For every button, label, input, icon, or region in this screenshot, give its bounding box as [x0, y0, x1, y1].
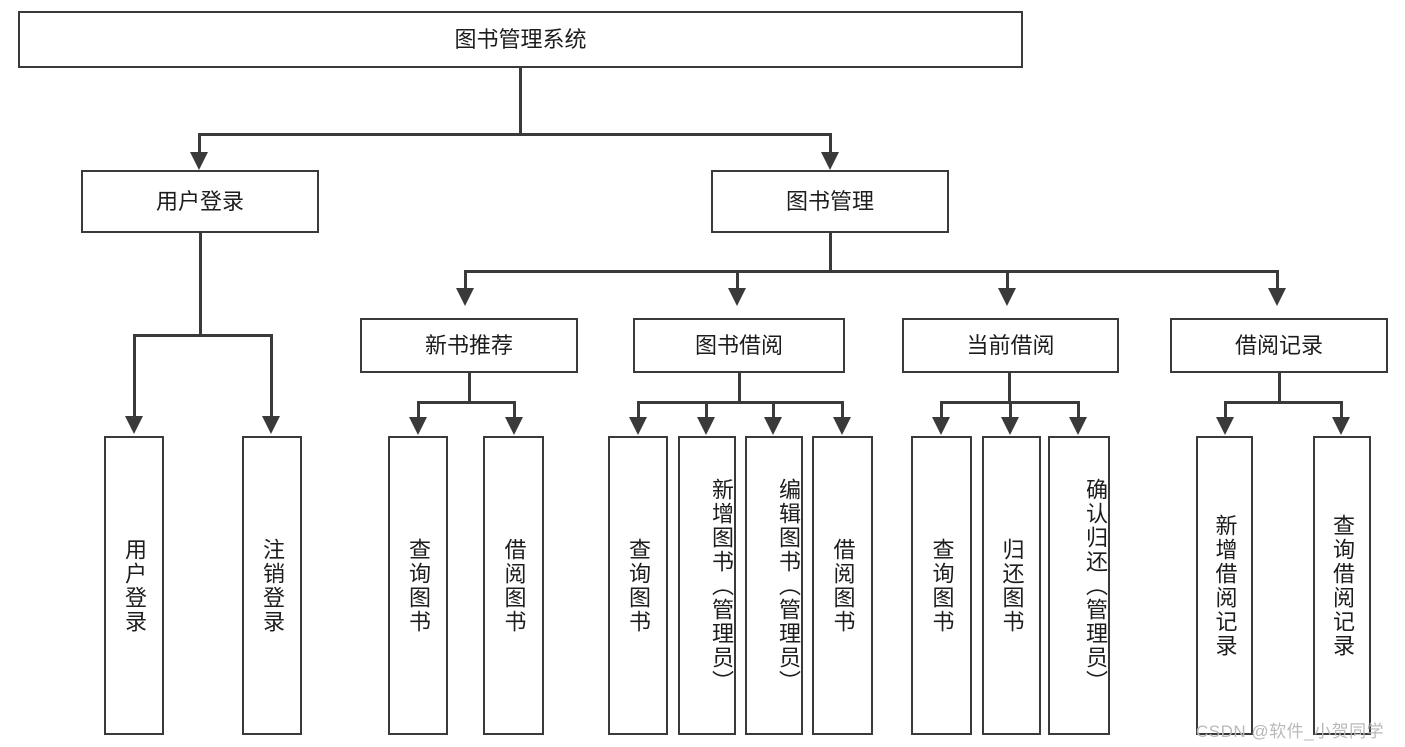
node-label: 归还图书: [999, 537, 1025, 634]
edge-borrow-record-trunk: [1278, 373, 1281, 403]
arrow-book-manage-to-c1: [456, 288, 474, 306]
node-leaf-query-book-1[interactable]: 查询图书: [388, 436, 448, 735]
node-book-manage[interactable]: 图书管理: [711, 170, 949, 233]
node-label: 查询图书: [625, 537, 651, 634]
arrow-book-borrow-to-leaf-1: [629, 417, 647, 435]
node-label: 编辑图书（管理员）: [776, 477, 801, 694]
edge-user-login-trunk: [199, 233, 202, 336]
node-leaf-borrow-book-2[interactable]: 借阅图书: [812, 436, 873, 735]
node-label: 当前借阅: [966, 332, 1055, 358]
node-label: 用户登录: [121, 537, 147, 634]
edge-current-borrow-to-leaf-1: [940, 401, 943, 419]
node-label: 新增借阅记录: [1212, 513, 1238, 658]
csdn-watermark: CSDN @软件_小贺同学: [1196, 717, 1384, 742]
node-label: 查询图书: [929, 537, 955, 634]
node-label: 借阅图书: [501, 537, 527, 634]
edge-root-to-user-login: [198, 133, 201, 155]
edge-user-login-bar: [133, 334, 272, 337]
node-leaf-query-record[interactable]: 查询借阅记录: [1313, 436, 1371, 735]
arrow-book-manage-to-c2: [728, 288, 746, 306]
node-label: 图书管理系统: [454, 26, 587, 52]
arrow-book-borrow-to-leaf-3: [764, 417, 782, 435]
node-leaf-edit-book[interactable]: 编辑图书（管理员）: [745, 436, 803, 735]
edge-book-borrow-to-leaf-3: [772, 401, 775, 419]
node-leaf-confirm-return[interactable]: 确认归还（管理员）: [1048, 436, 1110, 735]
node-leaf-user-login[interactable]: 用户登录: [104, 436, 164, 735]
edge-root-to-book-manage: [829, 133, 832, 155]
edge-book-manage-to-c2: [736, 270, 739, 290]
node-label: 确认归还（管理员）: [1083, 477, 1108, 694]
arrow-root-to-book-manage: [821, 152, 839, 170]
edge-root-bar: [198, 133, 832, 136]
arrow-current-borrow-to-leaf-2: [1001, 417, 1019, 435]
node-user-login[interactable]: 用户登录: [81, 170, 319, 233]
node-leaf-query-book-2[interactable]: 查询图书: [608, 436, 668, 735]
arrow-current-borrow-to-leaf-1: [932, 417, 950, 435]
edge-book-borrow-to-leaf-2: [705, 401, 708, 419]
node-label: 借阅记录: [1234, 332, 1323, 358]
node-label: 图书借阅: [694, 332, 783, 358]
arrow-book-borrow-to-leaf-2: [697, 417, 715, 435]
node-borrow-record[interactable]: 借阅记录: [1170, 318, 1388, 373]
arrow-borrow-record-to-leaf-1: [1216, 417, 1234, 435]
arrow-user-login-to-leaf-2: [262, 416, 280, 434]
arrow-new-book-rec-to-leaf-1: [409, 417, 427, 435]
node-leaf-borrow-book-1[interactable]: 借阅图书: [483, 436, 544, 735]
node-label: 借阅图书: [830, 537, 856, 634]
edge-book-manage-to-c4: [1276, 270, 1279, 290]
edge-new-book-rec-to-leaf-1: [417, 401, 420, 419]
edge-new-book-rec-bar: [417, 401, 516, 404]
edge-book-manage-to-c1: [464, 270, 467, 290]
node-leaf-logout-login[interactable]: 注销登录: [242, 436, 302, 735]
node-label: 查询借阅记录: [1329, 513, 1355, 658]
node-leaf-return-book[interactable]: 归还图书: [982, 436, 1041, 735]
edge-book-manage-trunk: [829, 233, 832, 272]
edge-user-login-to-leaf-1: [133, 334, 136, 418]
edge-book-borrow-to-leaf-4: [841, 401, 844, 419]
node-label: 图书管理: [785, 188, 874, 214]
node-label: 新书推荐: [424, 332, 513, 358]
edge-current-borrow-trunk: [1008, 373, 1011, 403]
edge-root-trunk: [519, 68, 522, 135]
node-label: 注销登录: [259, 537, 285, 634]
node-book-borrow[interactable]: 图书借阅: [633, 318, 845, 373]
edge-borrow-record-bar: [1224, 401, 1342, 404]
arrow-user-login-to-leaf-1: [125, 416, 143, 434]
node-label: 查询图书: [405, 537, 431, 634]
arrow-book-borrow-to-leaf-4: [833, 417, 851, 435]
node-label: 新增图书（管理员）: [709, 477, 734, 694]
arrow-new-book-rec-to-leaf-2: [505, 417, 523, 435]
arrow-book-manage-to-c3: [998, 288, 1016, 306]
edge-book-borrow-trunk: [738, 373, 741, 403]
arrow-borrow-record-to-leaf-2: [1332, 417, 1350, 435]
watermark-text: CSDN @软件_小贺同学: [1196, 722, 1385, 741]
arrow-root-to-user-login: [190, 152, 208, 170]
edge-user-login-to-leaf-2: [270, 334, 273, 418]
node-root-title[interactable]: 图书管理系统: [18, 11, 1023, 68]
edge-borrow-record-to-leaf-2: [1340, 401, 1343, 419]
node-leaf-add-record[interactable]: 新增借阅记录: [1196, 436, 1253, 735]
arrow-book-manage-to-c4: [1268, 288, 1286, 306]
edge-book-borrow-bar: [637, 401, 843, 404]
node-leaf-query-book-3[interactable]: 查询图书: [911, 436, 972, 735]
node-current-borrow[interactable]: 当前借阅: [902, 318, 1119, 373]
edge-current-borrow-to-leaf-3: [1077, 401, 1080, 419]
edge-book-borrow-to-leaf-1: [637, 401, 640, 419]
node-new-book-rec[interactable]: 新书推荐: [360, 318, 578, 373]
edge-borrow-record-to-leaf-1: [1224, 401, 1227, 419]
edge-new-book-rec-to-leaf-2: [513, 401, 516, 419]
node-leaf-add-book[interactable]: 新增图书（管理员）: [678, 436, 736, 735]
edge-book-manage-to-c3: [1006, 270, 1009, 290]
arrow-current-borrow-to-leaf-3: [1069, 417, 1087, 435]
edge-book-manage-bar: [464, 270, 1278, 273]
edge-new-book-rec-trunk: [468, 373, 471, 403]
edge-current-borrow-to-leaf-2: [1009, 401, 1012, 419]
node-label: 用户登录: [155, 188, 244, 214]
